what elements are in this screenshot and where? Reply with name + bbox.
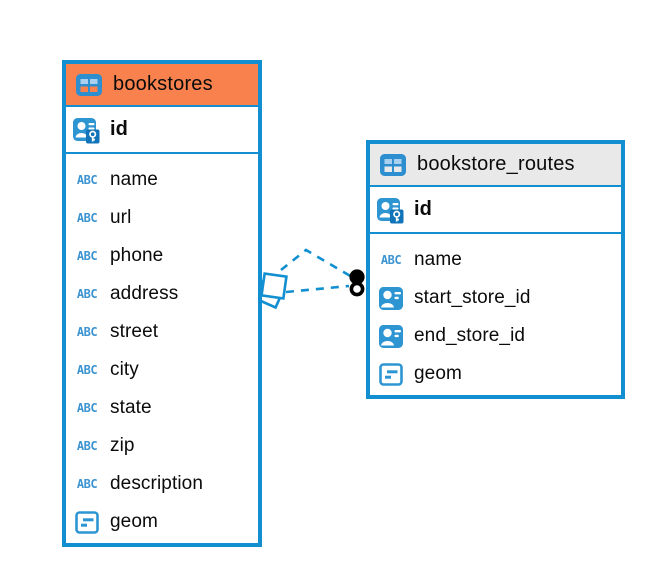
table-icon bbox=[378, 150, 408, 180]
field-name: geom bbox=[414, 363, 462, 384]
field-name: geom bbox=[110, 511, 158, 532]
relationship-line-upper[interactable] bbox=[280, 248, 353, 279]
table-bookstores[interactable]: bookstores id ABC name bbox=[62, 60, 262, 547]
text-icon: ABC bbox=[76, 249, 98, 263]
primary-key-row[interactable]: id bbox=[370, 187, 621, 234]
foreign-key-icon bbox=[376, 283, 406, 313]
table-icon bbox=[74, 70, 104, 100]
field-row[interactable]: ABC url bbox=[66, 199, 258, 237]
primary-key-icon bbox=[376, 195, 406, 225]
text-icon: ABC bbox=[76, 287, 98, 301]
table-bookstore-routes[interactable]: bookstore_routes id ABC name bbox=[366, 140, 625, 399]
field-name: end_store_id bbox=[414, 325, 526, 346]
field-name: phone bbox=[110, 245, 164, 266]
field-name: id bbox=[110, 118, 128, 140]
field-row[interactable]: ABC name bbox=[66, 161, 258, 199]
field-name: id bbox=[414, 198, 432, 220]
field-name: name bbox=[110, 169, 158, 190]
field-row[interactable]: end_store_id bbox=[370, 317, 621, 355]
table-header[interactable]: bookstore_routes bbox=[370, 144, 621, 187]
field-name: start_store_id bbox=[414, 287, 531, 308]
field-name: name bbox=[414, 249, 462, 270]
primary-key-icon bbox=[72, 115, 102, 145]
field-row[interactable]: geom bbox=[370, 355, 621, 393]
field-name: state bbox=[110, 397, 152, 418]
field-row[interactable]: ABC state bbox=[66, 389, 258, 427]
field-name: address bbox=[110, 283, 179, 304]
text-icon: ABC bbox=[76, 477, 98, 491]
field-list: ABC name start_store_id end_store_id geo… bbox=[370, 234, 621, 395]
relationship-target-marker[interactable] bbox=[349, 269, 365, 297]
geometry-icon bbox=[72, 507, 102, 537]
field-name: description bbox=[110, 473, 203, 494]
text-icon: ABC bbox=[76, 173, 98, 187]
table-title: bookstore_routes bbox=[417, 153, 575, 175]
text-icon: ABC bbox=[380, 253, 402, 267]
table-header[interactable]: bookstores bbox=[66, 64, 258, 107]
field-row[interactable]: ABC description bbox=[66, 465, 258, 503]
text-icon: ABC bbox=[76, 401, 98, 415]
field-row[interactable]: ABC name bbox=[370, 241, 621, 279]
text-icon: ABC bbox=[76, 325, 98, 339]
field-row[interactable]: start_store_id bbox=[370, 279, 621, 317]
field-name: zip bbox=[110, 435, 135, 456]
text-icon: ABC bbox=[76, 439, 98, 453]
field-row[interactable]: ABC zip bbox=[66, 427, 258, 465]
table-title: bookstores bbox=[113, 73, 213, 95]
text-icon: ABC bbox=[76, 363, 98, 377]
primary-key-row[interactable]: id bbox=[66, 107, 258, 154]
geometry-icon bbox=[376, 359, 406, 389]
field-row[interactable]: ABC phone bbox=[66, 237, 258, 275]
field-row[interactable]: ABC city bbox=[66, 351, 258, 389]
field-row[interactable]: ABC address bbox=[66, 275, 258, 313]
foreign-key-icon bbox=[376, 321, 406, 351]
field-row[interactable]: geom bbox=[66, 503, 258, 541]
relationship-line-lower[interactable] bbox=[285, 284, 350, 294]
relationship-connector[interactable] bbox=[253, 248, 365, 310]
field-row[interactable]: ABC street bbox=[66, 313, 258, 351]
field-name: street bbox=[110, 321, 159, 342]
text-icon: ABC bbox=[76, 211, 98, 225]
field-name: city bbox=[110, 359, 139, 380]
field-name: url bbox=[110, 207, 132, 228]
field-list: ABC name ABC url ABC phone ABC address A… bbox=[66, 154, 258, 543]
